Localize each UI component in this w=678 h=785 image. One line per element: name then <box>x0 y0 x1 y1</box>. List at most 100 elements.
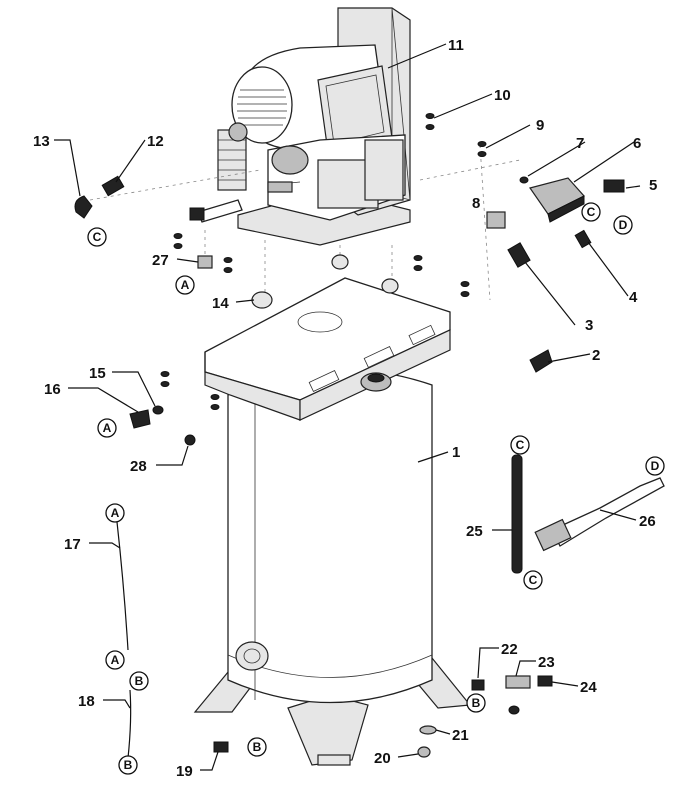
connector-a-17-bottom-text: A <box>111 653 120 667</box>
plug-28 <box>184 434 196 446</box>
explode-guide-lines <box>89 144 521 301</box>
connector-c-13-text: C <box>93 230 102 244</box>
leader-lines <box>54 43 641 771</box>
callout-23: 23 <box>538 654 555 671</box>
callout-5: 5 <box>649 177 657 194</box>
air-tank <box>193 369 472 766</box>
callout-10: 10 <box>494 87 511 104</box>
safety-valve-2 <box>529 349 553 373</box>
callout-numbers: 1 2 3 4 5 6 7 8 9 10 11 12 13 14 15 16 1… <box>33 37 657 780</box>
connector-b-18-top-text: B <box>135 674 144 688</box>
connector-b-19-text: B <box>253 740 262 754</box>
fitting-27 <box>197 255 213 269</box>
connector-b-18-bottom <box>118 755 138 775</box>
callout-26: 26 <box>639 513 656 530</box>
callout-25: 25 <box>466 523 483 540</box>
motor-vents <box>237 89 287 126</box>
tube-18 <box>127 689 132 759</box>
connector-c-13 <box>87 227 107 247</box>
connector-c-25-bottom <box>523 570 543 590</box>
connector-b-18-top <box>129 671 149 691</box>
callout-21: 21 <box>452 727 469 744</box>
outlet-nut <box>189 207 205 221</box>
hardware-washers <box>160 113 529 410</box>
connector-b-18-bottom-text: B <box>124 758 133 772</box>
callout-16: 16 <box>44 381 61 398</box>
cooler-fitting <box>228 122 248 142</box>
callout-11: 11 <box>448 37 464 54</box>
connector-a-16 <box>97 418 117 438</box>
connector-c-25-bottom-text: C <box>529 573 538 587</box>
callout-2: 2 <box>592 347 600 364</box>
tank-valve-top <box>367 373 385 383</box>
connector-c-6-text: C <box>587 205 596 219</box>
drain-valve-19 <box>213 741 229 753</box>
platform-slot-2 <box>363 346 395 368</box>
connector-a-27-text: A <box>181 278 190 292</box>
callout-20: 20 <box>374 750 391 767</box>
callout-17: 17 <box>64 536 81 553</box>
washer-20 <box>417 746 431 758</box>
callout-14: 14 <box>212 295 229 312</box>
vibration-pad-14 <box>251 291 273 309</box>
connector-d-26-text: D <box>651 459 660 473</box>
fitting-16 <box>129 409 151 429</box>
connector-c-25-top <box>510 435 530 455</box>
valve-24 <box>537 675 553 687</box>
connector-b-22 <box>466 693 486 713</box>
vibration-pad-rear <box>331 254 349 270</box>
pump-crankcase <box>364 139 404 201</box>
pump-motor-assembly <box>189 7 411 246</box>
motor-cover-plate-inner <box>325 74 385 145</box>
connector-a-17-bottom <box>105 650 125 670</box>
connector-a-17-top <box>105 503 125 523</box>
vibration-pad-right <box>381 278 399 294</box>
nut-15 <box>152 405 164 415</box>
connector-d-26 <box>645 456 665 476</box>
connector-b-22-text: B <box>472 696 481 710</box>
callout-28: 28 <box>130 458 147 475</box>
callout-18: 18 <box>78 693 95 710</box>
callout-9: 9 <box>536 117 544 134</box>
connector-d-5 <box>613 215 633 235</box>
platform-slot-1 <box>308 370 340 392</box>
connector-a-16-text: A <box>103 421 112 435</box>
washer-21 <box>419 725 437 735</box>
pump-pulley <box>271 145 309 175</box>
tank-drain-port <box>235 641 269 671</box>
air-chuck-26 <box>534 518 572 552</box>
valve-4 <box>574 229 592 249</box>
gauge-fitting-5 <box>603 179 625 193</box>
tank-drain-port-inner <box>243 648 261 664</box>
tee-23 <box>505 675 531 689</box>
connector-a-27 <box>175 275 195 295</box>
callout-4: 4 <box>629 289 638 306</box>
callout-3: 3 <box>585 317 593 334</box>
callout-8: 8 <box>472 195 480 212</box>
callout-19: 19 <box>176 763 193 780</box>
callout-24: 24 <box>580 679 597 696</box>
elbow-fitting-13 <box>74 195 93 219</box>
callout-7: 7 <box>576 135 584 152</box>
pump-platform <box>204 277 451 421</box>
connector-a-17-top-text: A <box>111 506 120 520</box>
pressure-switch-6-base <box>547 195 585 223</box>
callout-12: 12 <box>147 133 164 150</box>
connector-d-5-text: D <box>619 218 628 232</box>
connector-labels: C A C D A C C D A A B B B B <box>87 202 665 775</box>
platform-cutout <box>297 311 343 333</box>
hose-25 <box>511 454 523 574</box>
pump-valve <box>267 181 293 193</box>
connector-c-25-top-text: C <box>516 438 525 452</box>
connector-b-19 <box>247 737 267 757</box>
pressure-switch-cap-8 <box>486 211 506 229</box>
tube-17 <box>116 521 129 651</box>
tee-23-nut <box>508 705 520 715</box>
motor-endbell <box>231 66 293 144</box>
platform-slot-3 <box>408 324 436 346</box>
outlet-tube <box>197 199 243 223</box>
regulator-3 <box>507 242 531 268</box>
callout-27: 27 <box>152 252 169 269</box>
